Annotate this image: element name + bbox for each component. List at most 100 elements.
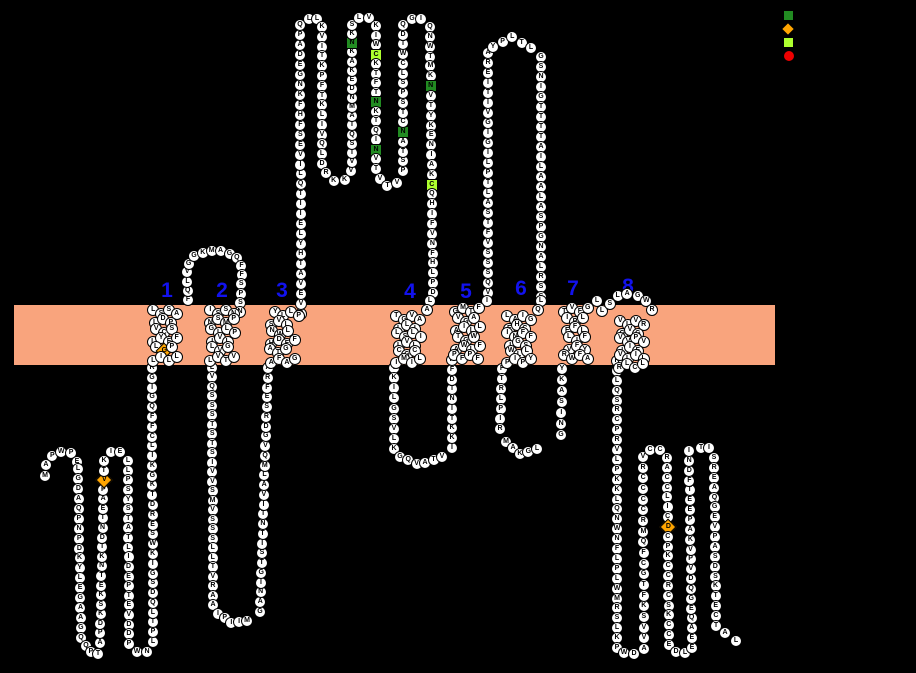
residue: N xyxy=(73,522,86,535)
residue: V xyxy=(391,177,403,189)
residue: W xyxy=(131,646,143,658)
residue: Q xyxy=(424,21,436,33)
residue: P xyxy=(227,313,240,326)
residue: D xyxy=(684,573,697,586)
residue: L xyxy=(591,295,603,307)
residue-glyco: N xyxy=(397,126,409,139)
red-circle-icon xyxy=(784,51,794,61)
residue: P xyxy=(494,403,507,415)
residue: I xyxy=(703,442,715,454)
residue: S xyxy=(94,598,107,611)
residue: C xyxy=(637,493,650,506)
residue: L xyxy=(294,228,307,241)
residue: T xyxy=(397,38,409,51)
residue: G xyxy=(482,117,494,129)
residue: S xyxy=(709,570,722,583)
residue: E xyxy=(683,494,696,507)
residue: F xyxy=(446,363,458,376)
residue: A xyxy=(294,268,307,281)
residue: G xyxy=(72,472,85,485)
residue: G xyxy=(146,567,159,580)
residue: R xyxy=(637,515,650,527)
residue: N xyxy=(611,533,623,546)
residue: W xyxy=(640,294,653,307)
residue: T xyxy=(206,437,219,450)
residue: A xyxy=(638,643,650,655)
dark-green-square-icon xyxy=(784,11,793,20)
residue: C xyxy=(637,472,650,485)
residue: P xyxy=(611,562,623,575)
residue: M xyxy=(637,525,650,538)
residue: G xyxy=(288,352,301,365)
residue: I xyxy=(683,445,695,457)
residue: C xyxy=(661,471,674,484)
residue: E xyxy=(294,218,307,231)
residue: A xyxy=(94,637,106,649)
residue: P xyxy=(708,531,721,544)
residue: A xyxy=(555,385,568,397)
residue: Q xyxy=(532,303,544,316)
residue: F xyxy=(473,340,486,352)
residue: F xyxy=(316,79,328,92)
residue: E xyxy=(96,502,109,515)
residue: G xyxy=(555,429,567,441)
residue: F xyxy=(637,547,650,559)
tm-number-3: 3 xyxy=(276,279,288,302)
residue: P xyxy=(684,553,697,566)
residue: Y xyxy=(556,363,568,375)
residue: G xyxy=(221,341,234,354)
residue: E xyxy=(146,518,159,531)
residue: D xyxy=(628,648,640,660)
residue: F xyxy=(637,589,650,602)
residue: G xyxy=(637,568,650,581)
residue: I xyxy=(294,198,307,211)
tm-number-4: 4 xyxy=(404,280,416,303)
residue: G xyxy=(279,343,292,356)
residue: T xyxy=(535,101,547,113)
residue: N xyxy=(256,518,269,531)
residue: T xyxy=(370,86,382,99)
residue: N xyxy=(141,646,153,658)
residue: C xyxy=(637,504,650,517)
residue: S xyxy=(555,396,568,408)
residue: M xyxy=(39,470,51,482)
residue: S xyxy=(611,394,623,407)
residue: G xyxy=(74,592,87,605)
residue: Q xyxy=(294,178,307,191)
residue: A xyxy=(685,622,698,635)
residue: E xyxy=(114,446,126,458)
residue: A xyxy=(421,303,433,316)
residue: W xyxy=(424,40,437,53)
residue: N xyxy=(294,78,307,91)
residue: Q xyxy=(425,188,438,201)
residue: W xyxy=(467,330,480,343)
residue: C xyxy=(709,610,722,623)
residue: W xyxy=(618,647,630,659)
residue: V xyxy=(424,89,437,102)
residue: A xyxy=(254,596,267,609)
orange-diamond-icon xyxy=(782,23,794,35)
residue: Y xyxy=(524,353,537,366)
residue: C xyxy=(662,619,675,632)
residue: K xyxy=(338,174,351,187)
residue: K xyxy=(425,168,438,181)
residue: I xyxy=(555,407,568,419)
residue: C xyxy=(637,557,650,570)
residue: V xyxy=(436,451,448,463)
residue: N xyxy=(346,92,358,105)
residue: K xyxy=(637,600,650,613)
tm-number-8: 8 xyxy=(622,275,634,298)
residue: S xyxy=(603,297,616,310)
residue: L xyxy=(482,187,494,199)
residue: L xyxy=(281,324,294,337)
residue: N xyxy=(555,418,568,430)
residue: R xyxy=(646,304,658,316)
residue: E xyxy=(686,642,698,654)
residue: K xyxy=(446,432,458,445)
residue: T xyxy=(482,87,494,99)
residue: V xyxy=(482,237,494,249)
residue: Q xyxy=(637,536,650,549)
residue: S xyxy=(122,503,135,516)
residue: I xyxy=(146,557,159,570)
